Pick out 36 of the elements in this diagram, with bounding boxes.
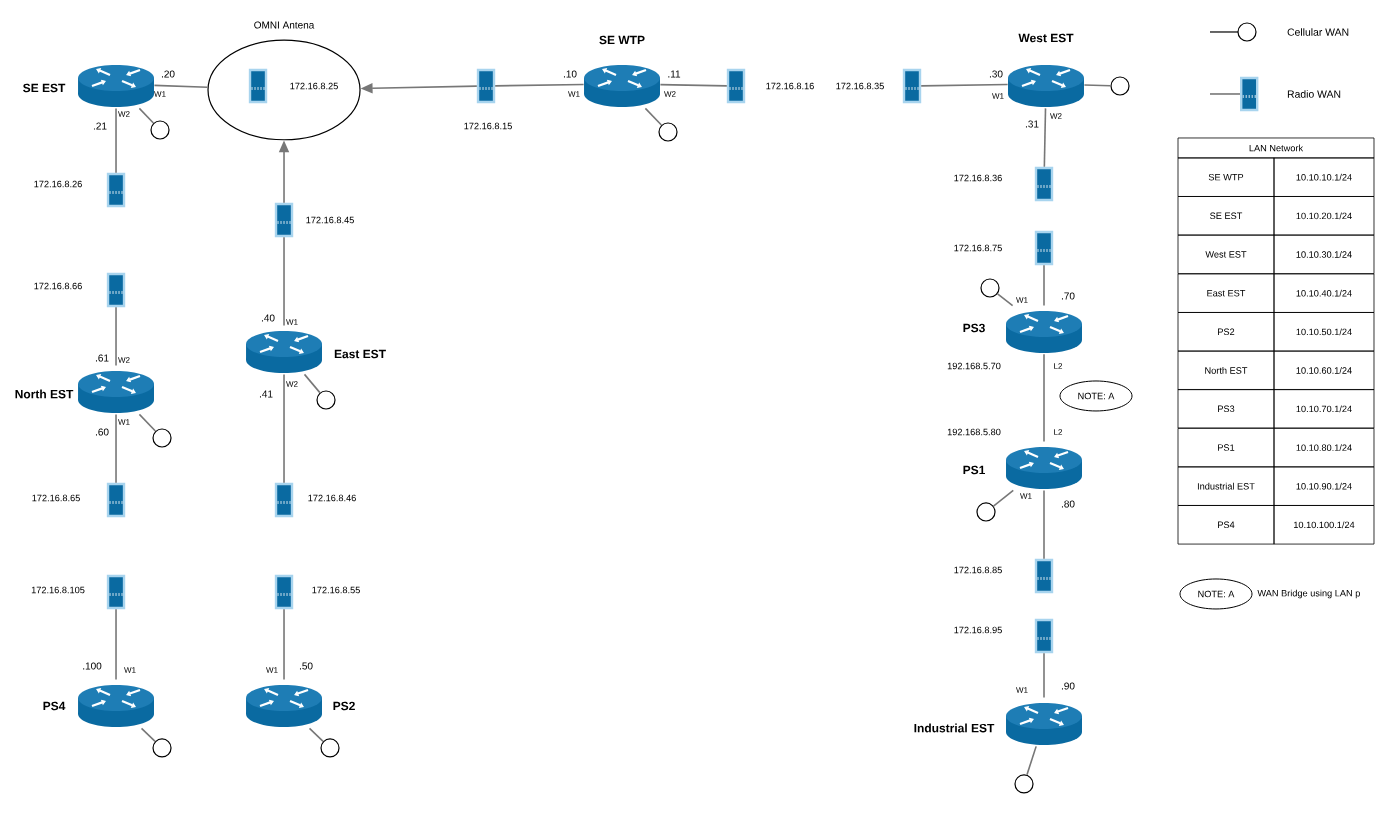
connector-line — [308, 727, 324, 743]
connector-line — [1043, 264, 1045, 307]
cellular-wan-circle — [658, 122, 678, 142]
connector-line — [283, 608, 285, 681]
connector-line — [920, 83, 1009, 87]
cellular-wan-circle — [150, 120, 170, 140]
cellular-wan-circle — [152, 428, 172, 448]
cellular-wan-circle — [1014, 774, 1034, 794]
connector-line — [494, 83, 585, 87]
connector-line — [115, 608, 117, 681]
connector-line — [283, 236, 285, 327]
connector-line — [992, 489, 1015, 507]
cellular-wan-circle — [320, 738, 340, 758]
connector-line — [138, 107, 155, 124]
connector-line — [115, 306, 117, 367]
cellular-wan-circle — [976, 502, 996, 522]
connector-line — [1043, 489, 1045, 560]
connector-line — [303, 373, 321, 394]
connector-line — [115, 107, 117, 174]
connector-line — [138, 413, 157, 432]
cellular-wan-circle — [152, 738, 172, 758]
connector-line — [644, 107, 663, 126]
connector-line — [115, 413, 117, 484]
connector-line — [659, 83, 728, 87]
connector-line — [1043, 652, 1045, 699]
connector-line — [140, 727, 156, 743]
connector-line — [283, 373, 285, 484]
connector-line — [1043, 107, 1047, 168]
connector-line — [153, 84, 209, 89]
connector-line — [1026, 745, 1037, 776]
connector-line — [1083, 84, 1112, 87]
cellular-wan-circle — [1110, 76, 1130, 96]
connector-line — [1043, 353, 1045, 443]
connector-line — [996, 293, 1014, 307]
cellular-wan-circle — [980, 278, 1000, 298]
cellular-wan-circle — [316, 390, 336, 410]
